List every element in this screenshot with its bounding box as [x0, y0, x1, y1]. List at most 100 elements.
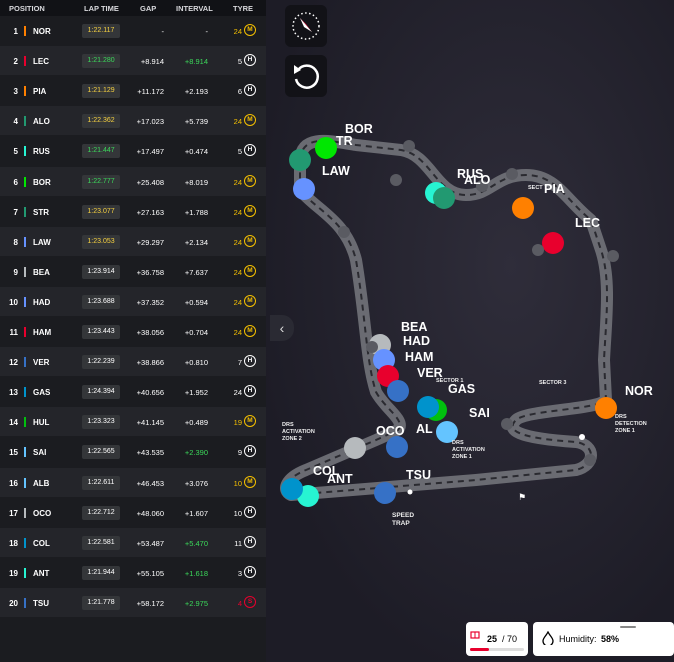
interval-value: +8.019: [184, 177, 208, 187]
gap-value: +11.172: [137, 87, 164, 97]
tyre-compound-icon: M: [244, 204, 256, 217]
tyre-compound-icon: M: [244, 174, 256, 187]
team-color-bar: [24, 357, 26, 368]
position-number: 19: [9, 568, 18, 578]
lap-time: 1:22.611: [82, 475, 120, 490]
speed-trap-dot: [407, 489, 413, 495]
gap-value: +17.023: [136, 117, 164, 127]
gap-value: +53.487: [136, 538, 164, 548]
tyre-laps: 10: [233, 508, 242, 518]
car-label-lec: LEC: [575, 216, 600, 230]
lap-time: 1:22.362: [82, 114, 120, 129]
leaderboard-header: POSITION LAP TIME GAP INTERVAL TYRE: [0, 0, 266, 16]
gap-value: +40.656: [136, 388, 164, 398]
car-label-ant: ANT: [327, 472, 353, 486]
team-color-bar: [24, 417, 26, 428]
compass-button[interactable]: [285, 5, 327, 47]
car-dot-col: [281, 478, 303, 500]
driver-code: ALB: [33, 478, 50, 488]
driver-code: BEA: [33, 267, 50, 277]
tyre-compound-icon: H: [244, 144, 256, 157]
position-number: 6: [13, 177, 18, 187]
gap-value: +55.105: [136, 568, 164, 578]
tyre-compound-icon: M: [244, 234, 256, 247]
gap-value: +37.352: [136, 297, 164, 307]
lap-time: 1:23.688: [82, 294, 120, 309]
position-number: 10: [9, 297, 18, 307]
car-label-al: AL: [416, 422, 433, 436]
team-color-bar: [24, 26, 26, 36]
tyre-laps: 3: [237, 568, 242, 578]
position-number: 18: [9, 538, 18, 548]
team-color-bar: [24, 116, 26, 127]
lap-time: 1:23.323: [82, 415, 120, 430]
lap-time: 1:23.443: [82, 325, 120, 339]
driver-code: SAI: [33, 448, 47, 458]
position-number: 15: [9, 448, 18, 458]
sector-1-label: SECTOR 1: [436, 378, 464, 384]
track-marker-dot: [579, 434, 585, 440]
drag-handle[interactable]: [620, 626, 636, 628]
tyre-compound-icon: M: [244, 415, 256, 428]
interval-value: +8.914: [184, 57, 208, 67]
replay-button[interactable]: [285, 55, 327, 97]
tyre-laps: 5: [237, 57, 242, 67]
tyre-compound-icon: M: [244, 114, 256, 127]
interval-value: +0.594: [184, 297, 208, 307]
tyre-laps: 24: [233, 177, 242, 187]
gap-value: +17.497: [136, 147, 164, 157]
driver-code: ANT: [33, 568, 50, 578]
interval-value: +7.637: [184, 267, 208, 277]
gap-value: +46.453: [136, 478, 164, 488]
collapse-panel-button[interactable]: ‹: [270, 315, 294, 341]
car-label-gas: GAS: [448, 382, 476, 396]
tyre-compound-icon: H: [244, 445, 256, 458]
header-gap: GAP: [140, 4, 157, 13]
track-map[interactable]: ⚑ BOR TR LAW RUS ALO PIA LEC BEA HAD HAM…: [266, 0, 674, 662]
lap-current: 25: [487, 634, 498, 644]
interval-value: +3.076: [184, 478, 208, 488]
car-label-oco: OCO: [376, 424, 405, 438]
car-label-pia: PIA: [544, 182, 565, 196]
car-label-col: COL: [313, 464, 340, 478]
gap-value: +27.163: [136, 207, 164, 217]
tyre-compound-icon: H: [244, 505, 256, 518]
tyre-compound-icon: H: [244, 565, 256, 578]
team-color-bar: [24, 567, 26, 578]
team-color-bar: [24, 176, 26, 187]
driver-code: COL: [33, 538, 50, 548]
driver-code: HUL: [33, 418, 50, 428]
turn-badge-14: [584, 454, 596, 466]
finish-flag-icon: ⚑: [518, 493, 526, 503]
position-number: 16: [9, 478, 18, 488]
interval-value: +5.739: [184, 117, 208, 127]
tyre-laps: 24: [233, 328, 242, 337]
interval-value: +2.193: [184, 87, 208, 97]
chevron-left-icon: ‹: [279, 320, 285, 336]
car-label-tsu: TSU: [406, 468, 431, 482]
gap-value: +38.056: [136, 328, 164, 337]
